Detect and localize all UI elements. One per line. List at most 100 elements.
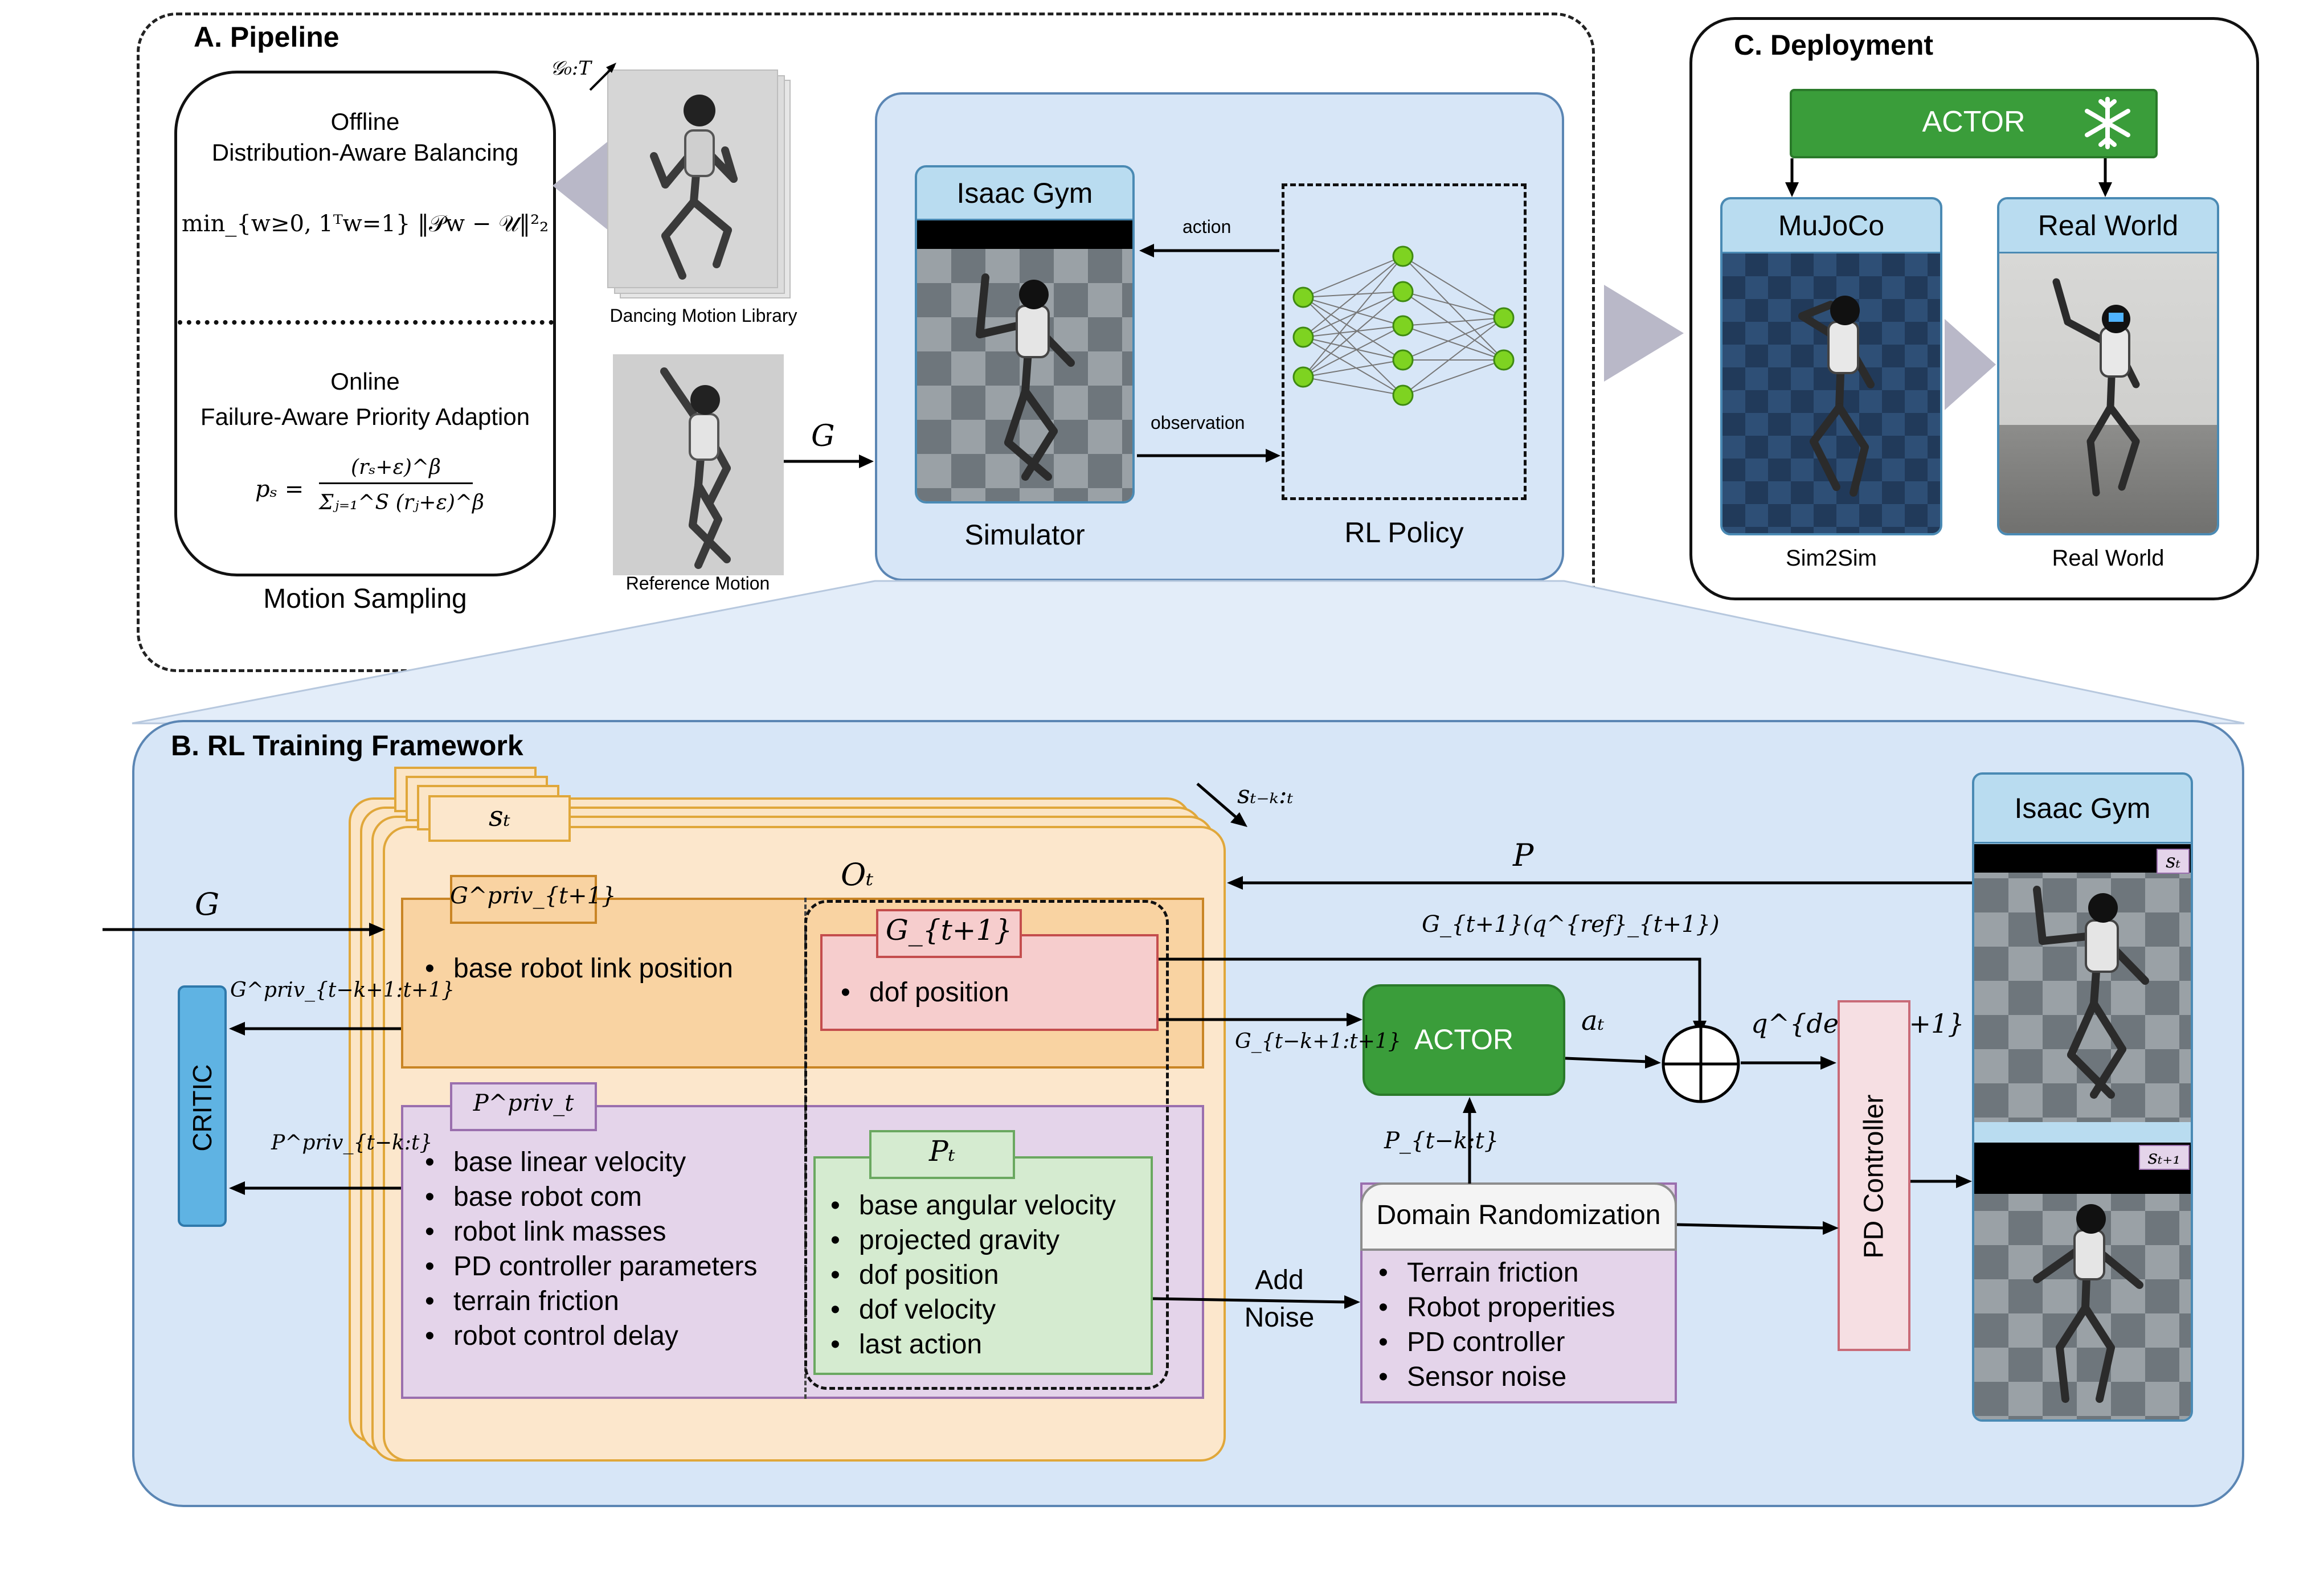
pd-controller-box [1838,1000,1910,1351]
panel-deployment-title: C. Deployment [1734,29,1934,61]
g-input-arrow [103,923,385,936]
goal-privileged-item: base robot link position [418,951,733,987]
reference-motion-image [613,354,784,575]
observation-label: Oₜ [841,857,874,893]
robot-figure-icon [976,273,1075,481]
simulator-caption: Simulator [964,519,1085,551]
policy-caption: RL Policy [1344,517,1464,549]
critic-box [178,985,227,1227]
motion-sampling-caption: Motion Sampling [263,584,467,614]
frame-bottom-tag: sₜ₊₁ [2138,1145,2190,1170]
frame-top-tag: sₜ [2157,849,2190,874]
action-label: aₜ [1581,1005,1605,1037]
proprio-privileged-item: PD controller parameters [418,1249,758,1284]
online-formula-numerator: (rₛ+ε)^β [319,456,473,484]
domain-randomization-title: Domain Randomization [1376,1200,1661,1230]
proprio-item: dof velocity [824,1292,1116,1327]
robot-figure-icon [2033,1204,2143,1403]
g-label: G [811,419,835,453]
action-label: action [1183,216,1231,237]
actor-to-mujoco-arrow [1785,158,1799,197]
proprio-privileged-item: base linear velocity [418,1145,758,1180]
state-history-label: sₜ₋ₖ:ₜ [1237,780,1294,809]
library-label-arrow [589,63,616,91]
goal-to-actor-arrow [1159,1013,1363,1026]
real-world-view [1999,253,2217,533]
state-tab-label: sₜ [489,800,510,833]
proprio-privileged-item: terrain friction [418,1284,758,1319]
robot-figure-icon [650,95,738,280]
simulator-header: Isaac Gym [917,167,1132,220]
g-input-label: G [195,886,220,922]
simulator-view [917,249,1132,501]
frozen-snowflake-icon [2085,97,2130,149]
state-tab [428,795,571,842]
goal-privileged-label: G^priv_{t+1} [450,883,616,909]
proprio-privileged-item: robot link masses [418,1214,758,1249]
isaac-frame-bottom: sₜ₊₁ [1974,1143,2191,1419]
reference-label: G_{t+1}(q^{ref}_{t+1}) [1422,911,1720,938]
panel-pipeline-title: A. Pipeline [194,21,339,53]
policy-network-box [1282,183,1527,500]
actor-to-real-arrow [2098,158,2112,197]
offline-label: Offline [330,108,400,135]
mujoco-view [1722,253,1940,533]
actor-to-sum-arrow [1565,1055,1661,1069]
panel-rl-training-title: B. RL Training Framework [171,730,523,762]
proprio-privileged-tab [450,1082,597,1131]
proprio-feedback-label: P [1513,837,1534,873]
robot-figure-icon [660,367,731,569]
add-noise-label-1: Add [1255,1265,1304,1295]
proprio-to-domain-arrow [1153,1295,1360,1309]
actor-box [1363,984,1565,1096]
reference-to-sum-arrow [1159,957,1707,1037]
online-formula-lhs: pₛ = [255,476,304,502]
domain-randomization-list: Terrain friction Robot properities PD co… [1372,1255,1615,1394]
real-world-header: Real World [1999,199,2217,253]
proprio-privileged-label: P^priv_t [473,1090,574,1116]
real-world-card: Real World [1997,197,2219,535]
domain-to-pd-arrow [1677,1221,1839,1235]
domain-randomization-item: Sensor noise [1372,1360,1615,1394]
proprio-item: last action [824,1327,1116,1362]
goal-privileged-list: base robot link position [418,951,733,987]
offline-title: Distribution-Aware Balancing [211,139,519,166]
sum-to-pd-arrow [1741,1056,1836,1070]
proprio-to-critic-arrow [229,1181,401,1195]
robot-figure-icon [1798,296,1875,497]
real-world-caption: Real World [2052,546,2165,571]
proprio-privileged-list: base linear velocity base robot com robo… [418,1145,758,1353]
goal-label: G_{t+1} [885,914,1013,947]
domain-randomization-item: PD controller [1372,1325,1615,1360]
robot-figure-icon [2033,886,2149,1099]
proprio-label: Pₜ [929,1135,955,1168]
g-to-simulator-arrow [784,455,874,468]
reference-motion-caption: Reference Motion [625,573,770,594]
robot-figure-icon [2052,278,2140,497]
actor-goal-input-label: G_{t−k+1:t+1} [1235,1030,1401,1053]
domain-randomization-item: Terrain friction [1372,1255,1615,1290]
isaac-frames-card: Isaac Gym sₜ [1972,772,2193,1422]
goal-item: dof position [834,975,1009,1010]
critic-proprio-label: P^priv_{t−k:t} [271,1131,433,1155]
sum-node-icon [1662,1025,1740,1103]
proprio-feedback-arrow [1227,876,1975,890]
zoom-connector [132,580,2245,725]
online-title: Failure-Aware Priority Adaption [200,403,530,430]
dancing-motion-image [607,69,778,288]
domain-to-actor-arrow [1463,1097,1476,1184]
library-to-sampling-arrow [553,140,609,231]
proprio-privileged-item: robot control delay [418,1319,758,1353]
pd-to-isaac-arrow [1910,1174,1972,1188]
critic-goal-label: G^priv_{t−k+1:t+1} [230,979,455,1002]
proprio-privileged-item: base robot com [418,1180,758,1214]
panel-deployment [1689,17,2259,600]
isaac-frame-top: sₜ [1974,844,2191,1122]
simulator-card: Isaac Gym [915,165,1135,504]
isaac-frames-header: Isaac Gym [1974,775,2191,844]
critic-label: CRITIC [187,1064,217,1152]
add-noise-label-2: Noise [1244,1303,1315,1333]
mujoco-card: MuJoCo [1720,197,1942,535]
isaac-frame-divider [1974,1122,2191,1143]
proprio-item: dof position [824,1258,1116,1292]
